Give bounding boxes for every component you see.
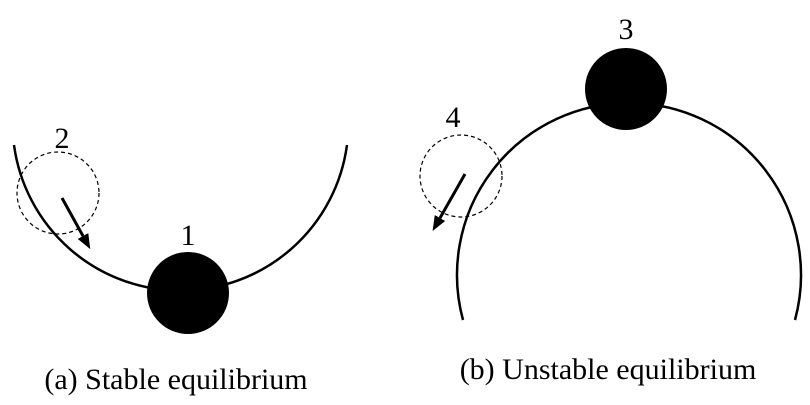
label-ball-4: 4 — [446, 101, 461, 134]
label-ball-1: 1 — [181, 219, 196, 252]
ball-3 — [585, 48, 667, 130]
ball-1 — [147, 252, 229, 334]
caption-unstable: (b) Unstable equilibrium — [460, 353, 757, 386]
hill-curve — [455, 101, 803, 321]
panel-unstable-equilibrium: 4 3 (b) Unstable equilibrium — [419, 13, 803, 386]
panel-stable-equilibrium: 2 1 (a) Stable equilibrium — [12, 122, 349, 396]
roll-arrow-unstable — [432, 173, 467, 232]
ghost-ball-2 — [16, 151, 100, 235]
roll-arrow-stable — [60, 197, 91, 250]
ghost-ball-4 — [419, 134, 503, 218]
label-ball-2: 2 — [55, 122, 70, 155]
label-ball-3: 3 — [619, 13, 634, 46]
caption-stable: (a) Stable equilibrium — [44, 363, 307, 396]
